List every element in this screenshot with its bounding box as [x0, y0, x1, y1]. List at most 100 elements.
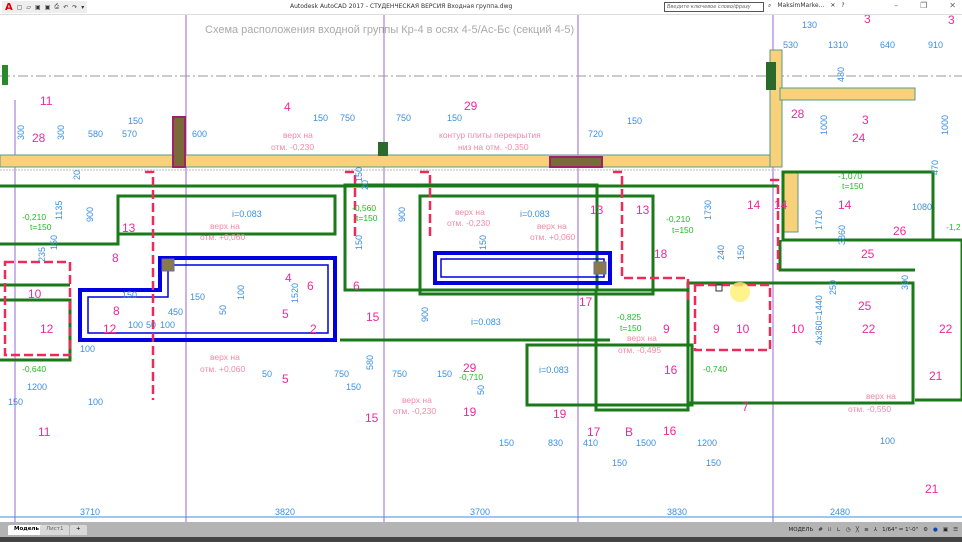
dimension-label: 830: [548, 438, 563, 448]
dimension-label: 300: [16, 125, 26, 140]
section-mark: 22: [939, 322, 953, 336]
elevation-note: отм. +0,060: [530, 232, 576, 242]
save-as-icon[interactable]: ▣: [44, 3, 51, 11]
dimension-label: 150: [354, 235, 364, 250]
annotation-icon[interactable]: ⅄: [873, 526, 878, 533]
grip[interactable]: [715, 284, 723, 292]
dimension-label: 1310: [828, 40, 848, 50]
save-icon[interactable]: ▣: [35, 3, 41, 11]
dimension-label: 1710: [814, 210, 824, 230]
undo-icon[interactable]: ↶: [63, 3, 69, 11]
dimension-label: 1520: [290, 283, 300, 303]
search-input[interactable]: Введите ключевое слово/фразу: [664, 2, 764, 12]
axis-dimension: 2480: [830, 507, 850, 517]
section-mark: 13: [590, 203, 604, 217]
dimension-label: 150: [128, 116, 143, 126]
status-bar: МОДЕЛЬ # ⁞⁞ ∟ ◷ ╳ ≡ ⅄ 1/64" = 1'-0" ⚙ ● …: [789, 524, 962, 535]
dimension-label: 640: [880, 40, 895, 50]
exchange-icon[interactable]: ✕: [830, 2, 836, 9]
window-border: [0, 537, 962, 542]
minimize-icon[interactable]: –: [894, 1, 899, 10]
polar-icon[interactable]: ◷: [845, 526, 851, 533]
section-mark: 17: [579, 295, 593, 309]
section-mark: 11: [40, 94, 53, 108]
axis-dimensions: 3710 3820 3700 3830 2480: [80, 507, 850, 517]
dimension-label: 750: [334, 369, 349, 379]
grid-icon[interactable]: #: [818, 526, 823, 533]
tab-sheet1[interactable]: Лист1: [40, 525, 70, 535]
help-button[interactable]: ?: [841, 2, 845, 9]
level-mark: -1,2: [946, 222, 961, 232]
quick-access-toolbar: A ▢ ▱ ▣ ▣ ⎙ ↶ ↷ ▾: [2, 1, 88, 13]
snap-icon[interactable]: ⁞⁞: [827, 526, 832, 533]
model-space-button[interactable]: МОДЕЛЬ: [788, 526, 814, 533]
autocad-logo-icon[interactable]: A: [5, 1, 13, 13]
drawing-title: Схема расположения входной группы Кр-4 в…: [205, 24, 574, 36]
section-mark: 19: [463, 405, 477, 419]
walls: [0, 170, 962, 412]
level-mark: -1,070: [838, 171, 862, 181]
annotation-scale[interactable]: 1/64" = 1'-0": [882, 526, 919, 533]
menu-icon[interactable]: ☰: [953, 526, 958, 533]
section-mark: 8: [113, 304, 120, 318]
dimension-label: 1730: [703, 200, 713, 220]
add-layout-button[interactable]: +: [70, 525, 87, 535]
section-mark: 15: [366, 310, 380, 324]
new-icon[interactable]: ▢: [16, 3, 23, 11]
customize-icon[interactable]: ▾: [81, 3, 85, 11]
dimension-label: 50: [476, 385, 486, 395]
dimension-label: 150: [313, 113, 328, 123]
section-mark: 29: [463, 361, 477, 375]
section-mark: 25: [858, 299, 872, 313]
osnap-icon[interactable]: ╳: [855, 526, 860, 533]
isolate-icon[interactable]: ●: [933, 526, 938, 533]
window-title: Autodesk AutoCAD 2017 - СТУДЕНЧЕСКАЯ ВЕР…: [290, 3, 513, 10]
level-marks: -0,210t=150-0,560t=150-0,210t=150-0,825t…: [22, 171, 961, 382]
section-mark: 14: [838, 198, 852, 212]
level-mark: t=150: [842, 181, 864, 191]
section-mark: 28: [791, 107, 805, 121]
dimension-label: 150: [478, 235, 488, 250]
dimension-label: 410: [583, 438, 598, 448]
level-mark: -0,825: [617, 312, 641, 322]
section-mark: 26: [893, 224, 907, 238]
drawing-canvas[interactable]: Схема расположения входной группы Кр-4 в…: [0, 15, 962, 522]
dimension-label: 150: [447, 113, 462, 123]
dimension-label: 480: [836, 67, 846, 82]
restore-icon[interactable]: ❐: [920, 1, 928, 10]
gear-icon[interactable]: ⚙: [923, 526, 929, 533]
lineweight-icon[interactable]: ≡: [864, 526, 869, 533]
user-area: ⌕ MaksimMarke... ✕ ?: [768, 2, 845, 10]
redo-icon[interactable]: ↷: [72, 3, 78, 11]
section-mark: 4: [285, 271, 292, 285]
section-mark: 21: [929, 369, 943, 383]
user-menu[interactable]: MaksimMarke...: [777, 2, 825, 9]
tab-model[interactable]: Модель: [8, 525, 45, 535]
dimension-label: 1200: [27, 382, 47, 392]
dimension-label: 580: [365, 355, 375, 370]
dimension-label: 1500: [636, 438, 656, 448]
dimension-label: 150: [354, 167, 364, 182]
section-mark: 13: [636, 203, 650, 217]
close-icon[interactable]: ✕: [949, 1, 956, 10]
dimension-label: 150: [190, 292, 205, 302]
slope-label: i=0.083: [232, 209, 262, 219]
dimension-label: 1000: [940, 115, 950, 135]
ortho-icon[interactable]: ∟: [836, 526, 841, 533]
dimension-label: 240: [716, 245, 726, 260]
print-icon[interactable]: ⎙: [54, 3, 60, 10]
dimension-label: 100: [880, 436, 895, 446]
section-mark: 14: [774, 198, 788, 212]
fullscreen-icon[interactable]: ▣: [942, 526, 949, 533]
elevation-note: верх на: [210, 352, 240, 362]
binoculars-icon[interactable]: ⌕: [768, 2, 772, 9]
open-icon[interactable]: ▱: [26, 3, 32, 11]
dimension-label: 150: [437, 369, 452, 379]
level-mark: -0,210: [22, 212, 46, 222]
section-mark: 6: [307, 279, 314, 293]
elevation-note: верх на: [627, 333, 657, 343]
dimension-label: 1080: [912, 202, 932, 212]
elevation-note: отм. -0,230: [447, 218, 490, 228]
